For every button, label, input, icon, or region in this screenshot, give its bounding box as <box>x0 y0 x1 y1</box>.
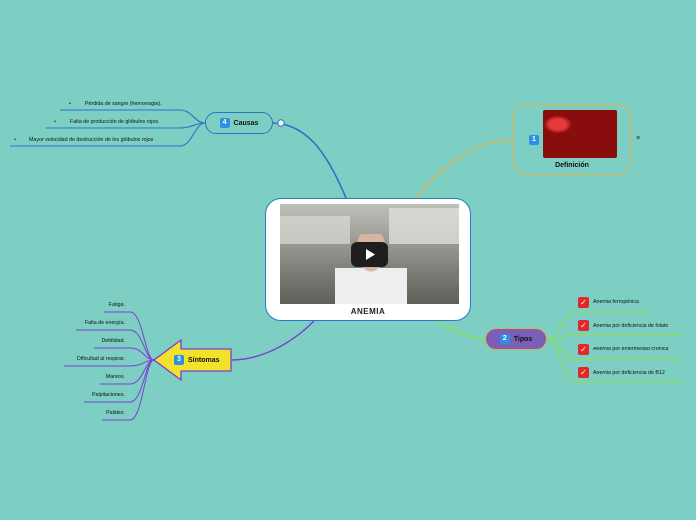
topic-label: Síntomas <box>188 356 220 364</box>
tipos-item[interactable]: Anemia por enfermedad crónica <box>593 347 669 352</box>
definicion-branch <box>415 139 513 199</box>
checkmark-icon: ✓ <box>578 297 589 308</box>
number-badge-icon: 4 <box>219 118 230 128</box>
tipos-subline-1 <box>546 311 650 340</box>
sintomas-subline-2 <box>76 329 155 361</box>
topic-sintomas[interactable]: 3 Síntomas <box>154 339 231 381</box>
note-icon[interactable]: ≡ <box>636 135 641 142</box>
tipos-item[interactable]: Anemia ferropénica <box>593 299 639 305</box>
topic-definicion[interactable]: 1 Definición <box>512 104 632 175</box>
sintomas-item[interactable]: Fatiga. <box>108 302 125 308</box>
topic-label: Causas <box>233 119 259 127</box>
sintomas-subline-7 <box>102 359 155 421</box>
collapse-toggle[interactable] <box>277 119 285 127</box>
checkmark-icon: ✓ <box>578 344 589 355</box>
checkmark-icon: ✓ <box>578 367 589 378</box>
sintomas-item[interactable]: Dificultad al respirar. <box>77 356 125 362</box>
sintomas-item[interactable]: Debilidad. <box>101 338 125 344</box>
video-background-shelf <box>280 216 350 244</box>
central-topic-title: ANEMIA <box>350 307 386 316</box>
bullet-icon: • <box>54 119 56 125</box>
tipos-subline-2 <box>546 334 684 340</box>
causas-item[interactable]: Pérdida de sangre (hemorragia). <box>85 101 162 107</box>
topic-tipos[interactable]: 2 Tipos <box>485 328 547 350</box>
central-topic[interactable]: ANEMIA <box>265 198 471 321</box>
causas-subline-3 <box>10 122 206 147</box>
causas-branch <box>272 122 347 199</box>
checkmark-icon: ✓ <box>578 320 589 331</box>
sintomas-subline-3 <box>94 347 155 361</box>
causas-item[interactable]: Mayor velocidad de destrucción de los gl… <box>29 137 154 143</box>
tipos-item[interactable]: Anemia por deficiencia de folato <box>593 323 669 329</box>
sintomas-item[interactable]: Falta de energía. <box>84 320 125 326</box>
play-icon <box>365 249 375 260</box>
video-thumbnail[interactable] <box>280 204 459 304</box>
sintomas-branch <box>230 320 315 361</box>
bullet-icon: • <box>14 137 16 143</box>
red-blood-cells-image <box>543 110 617 158</box>
topic-label: Definición <box>555 162 589 169</box>
sintomas-item[interactable]: Mareos. <box>105 374 125 380</box>
number-badge-icon: 3 <box>174 355 184 365</box>
topic-causas[interactable]: 4 Causas <box>205 112 273 134</box>
video-background-shelf <box>389 208 459 244</box>
sintomas-shape[interactable] <box>152 338 232 382</box>
bullet-icon: • <box>69 101 71 107</box>
play-button[interactable] <box>351 242 388 267</box>
sintomas-item[interactable]: Palidez. <box>106 410 125 416</box>
topic-label: Tipos <box>513 335 533 343</box>
causas-item[interactable]: Falta de producción de glóbulos rojos. <box>70 119 160 125</box>
sintomas-item[interactable]: Palpitaciones. <box>92 392 125 398</box>
tipos-subline-4 <box>546 338 684 383</box>
tipos-branch <box>435 320 486 340</box>
causas-subline-1 <box>60 109 206 124</box>
number-badge-icon: 2 <box>499 334 510 344</box>
tipos-item[interactable]: Anemia por deficiencia de B12 <box>593 370 665 376</box>
number-badge-icon: 1 <box>529 135 539 145</box>
